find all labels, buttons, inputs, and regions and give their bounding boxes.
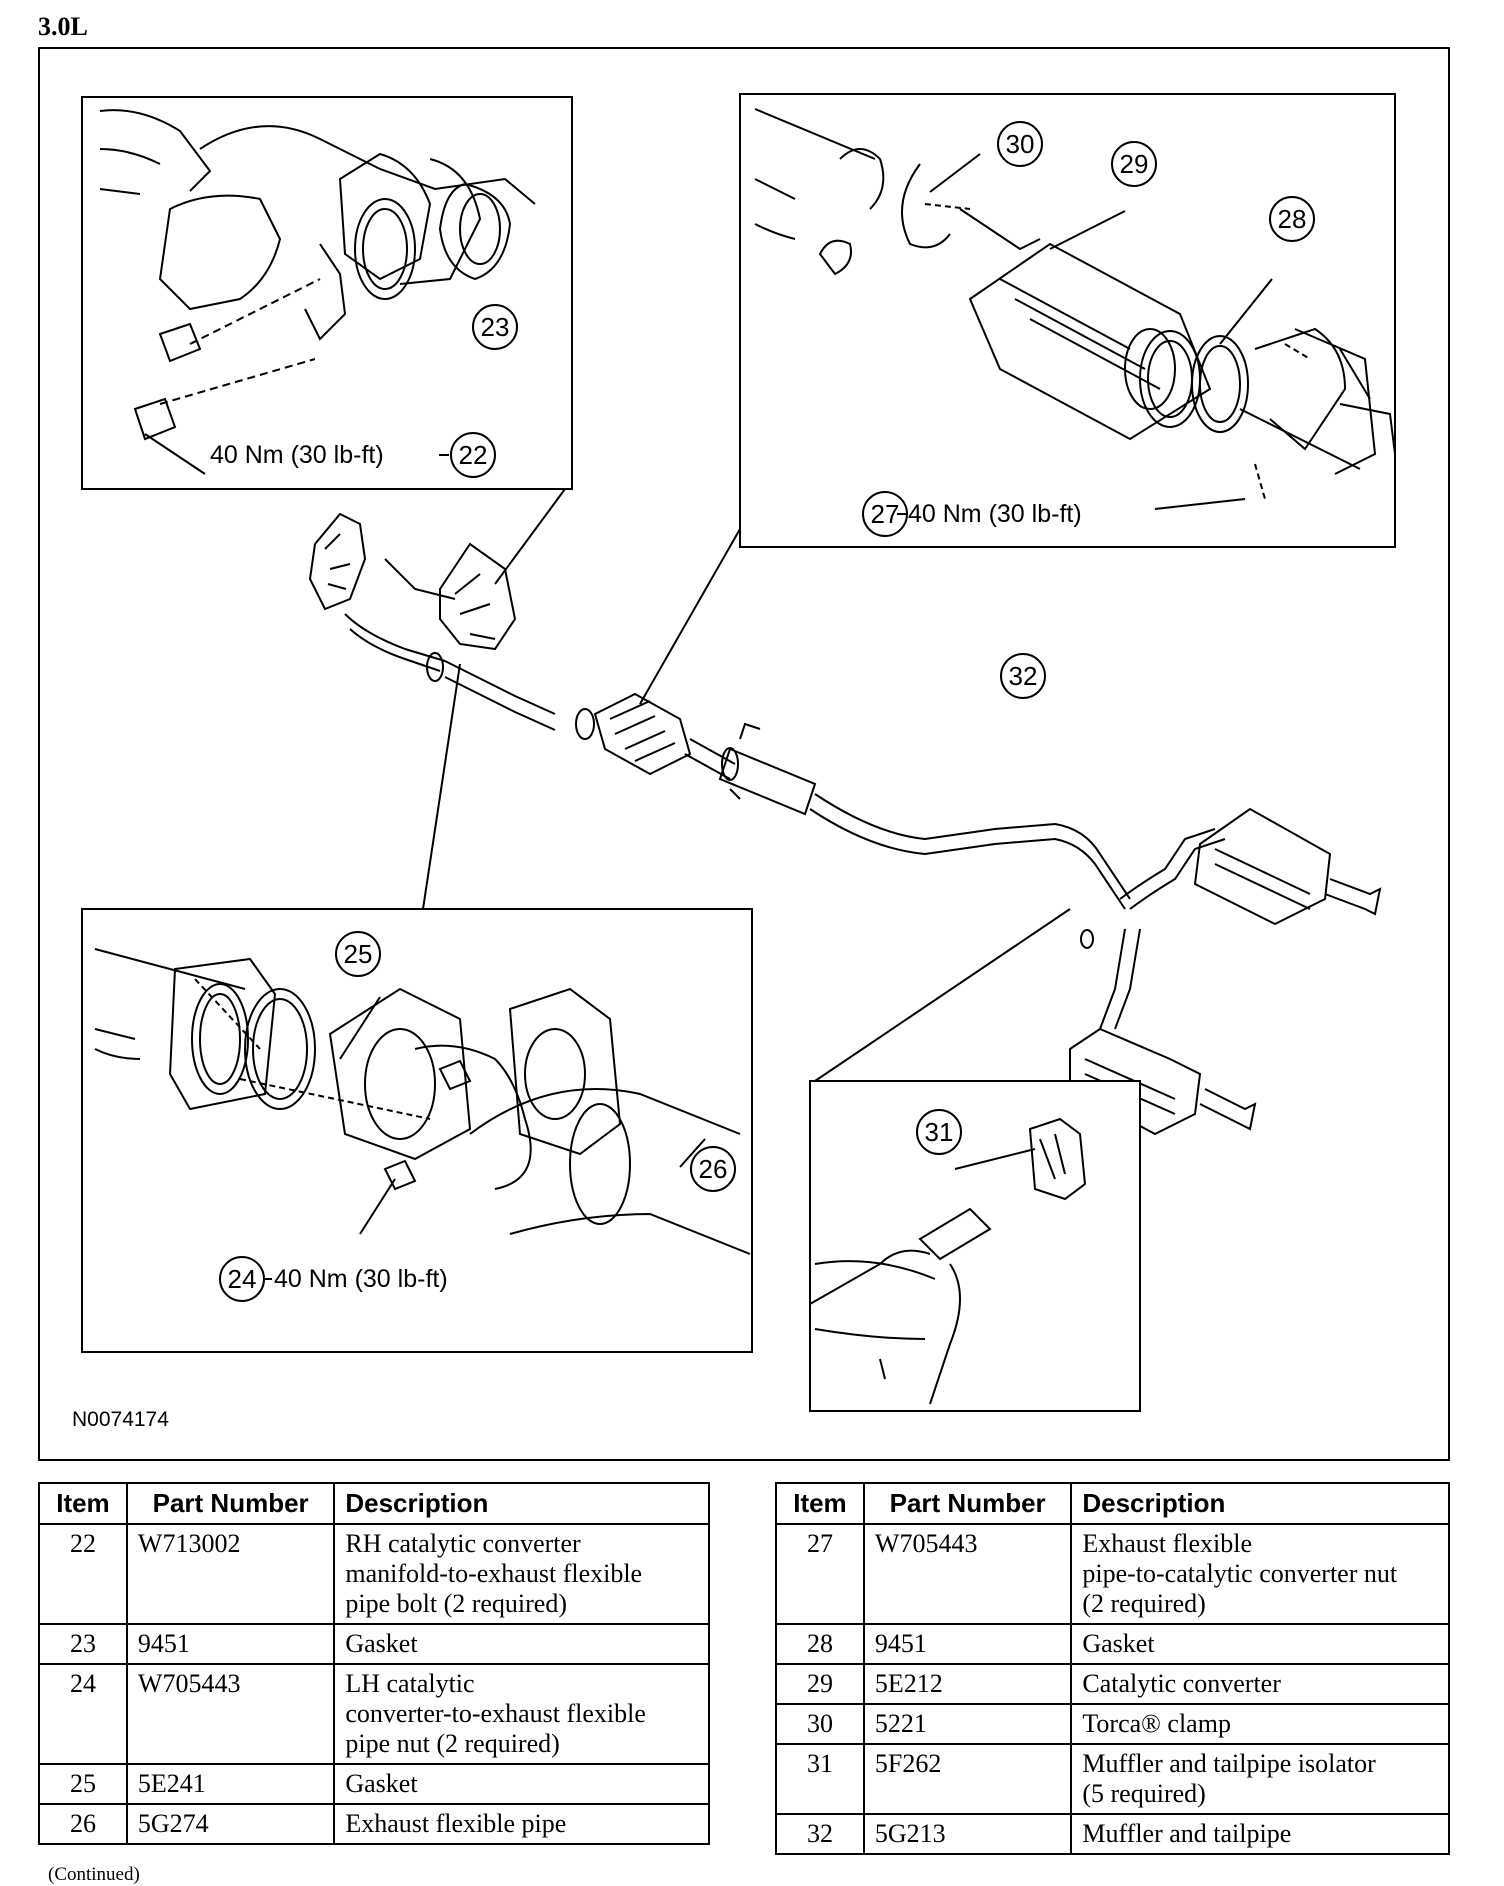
- part-number-cell: 5221: [862, 1703, 1073, 1745]
- item-cell: 31: [775, 1743, 865, 1815]
- torque-spec-22: 40 Nm (30 lb-ft): [210, 441, 384, 469]
- callout-23: 23: [481, 312, 510, 342]
- item-cell: 24: [38, 1663, 128, 1765]
- table-row: 25 5E241 Gasket: [38, 1763, 710, 1805]
- exhaust-system-illustration: 23 22 30 29 28 27 32 25 24 26 31 40 Nm (…: [81, 93, 1396, 1412]
- description-cell: Muffler and tailpipe isolator(5 required…: [1070, 1743, 1450, 1815]
- column-header-description: Description: [333, 1482, 710, 1525]
- torque-spec-27: 40 Nm (30 lb-ft): [908, 500, 1082, 528]
- table-row: 29 5E212 Catalytic converter: [775, 1663, 1450, 1705]
- description-cell: Exhaust flexible pipe: [333, 1803, 710, 1845]
- table-header-row: Item Part Number Description: [775, 1482, 1450, 1525]
- column-header-description: Description: [1070, 1482, 1450, 1525]
- callout-32: 32: [1009, 661, 1038, 691]
- continued-note: (Continued): [48, 1864, 140, 1885]
- item-cell: 28: [775, 1623, 865, 1665]
- part-number-cell: W713002: [125, 1523, 336, 1625]
- callout-30: 30: [1006, 129, 1035, 159]
- callout-27: 27: [871, 499, 900, 529]
- part-number-cell: 5E212: [862, 1663, 1073, 1705]
- engine-label: 3.0L: [38, 12, 88, 41]
- column-header-item: Item: [38, 1482, 128, 1525]
- inset-converter-drawing: [739, 93, 1396, 548]
- part-number-cell: 5G274: [125, 1803, 336, 1845]
- item-cell: 32: [775, 1813, 865, 1855]
- table-row: 26 5G274 Exhaust flexible pipe: [38, 1803, 710, 1845]
- table-header-row: Item Part Number Description: [38, 1482, 710, 1525]
- exhaust-diagram: 23 22 30 29 28 27 32 25 24 26 31 40 Nm (…: [38, 47, 1450, 1461]
- parts-table-left: Item Part Number Description 22 W713002 …: [38, 1482, 710, 1845]
- callout-28: 28: [1278, 204, 1307, 234]
- table-row: 23 9451 Gasket: [38, 1623, 710, 1665]
- leader-line-lower-left: [422, 663, 461, 910]
- table-row: 28 9451 Gasket: [775, 1623, 1450, 1665]
- torque-spec-24: 40 Nm (30 lb-ft): [274, 1265, 448, 1293]
- callout-26: 26: [699, 1154, 728, 1184]
- item-cell: 29: [775, 1663, 865, 1705]
- table-row: 31 5F262 Muffler and tailpipe isolator(5…: [775, 1743, 1450, 1815]
- parts-table-right: Item Part Number Description 27 W705443 …: [775, 1482, 1450, 1855]
- part-number-cell: W705443: [862, 1523, 1073, 1625]
- inset-rh-manifold-drawing: [81, 96, 573, 490]
- leader-line-top-left: [494, 488, 566, 585]
- inset-flexible-pipe-drawing: [81, 908, 753, 1353]
- item-cell: 26: [38, 1803, 128, 1845]
- item-cell: 23: [38, 1623, 128, 1665]
- leader-line-lower-right: [814, 908, 1071, 1082]
- leader-line-top-right: [639, 528, 741, 705]
- callout-29: 29: [1120, 149, 1149, 179]
- part-number-cell: 5E241: [125, 1763, 336, 1805]
- description-cell: Torca® clamp: [1070, 1703, 1450, 1745]
- table-row: 32 5G213 Muffler and tailpipe: [775, 1813, 1450, 1855]
- figure-id: N0074174: [72, 1408, 169, 1431]
- part-number-cell: 9451: [862, 1623, 1073, 1665]
- column-header-part-number: Part Number: [862, 1482, 1073, 1525]
- callout-22: 22: [459, 440, 488, 470]
- item-cell: 25: [38, 1763, 128, 1805]
- callout-31: 31: [925, 1117, 954, 1147]
- description-cell: Catalytic converter: [1070, 1663, 1450, 1705]
- column-header-part-number: Part Number: [125, 1482, 336, 1525]
- description-cell: Gasket: [333, 1763, 710, 1805]
- description-cell: Muffler and tailpipe: [1070, 1813, 1450, 1855]
- part-number-cell: W705443: [125, 1663, 336, 1765]
- item-cell: 27: [775, 1523, 865, 1625]
- part-number-cell: 9451: [125, 1623, 336, 1665]
- item-cell: 30: [775, 1703, 865, 1745]
- inset-isolator-drawing: [809, 1080, 1141, 1412]
- callout-24: 24: [228, 1264, 257, 1294]
- item-cell: 22: [38, 1523, 128, 1625]
- part-number-cell: 5G213: [862, 1813, 1073, 1855]
- callout-25: 25: [344, 939, 373, 969]
- description-cell: Gasket: [1070, 1623, 1450, 1665]
- description-cell: Gasket: [333, 1623, 710, 1665]
- column-header-item: Item: [775, 1482, 865, 1525]
- table-row: 30 5221 Torca® clamp: [775, 1703, 1450, 1745]
- part-number-cell: 5F262: [862, 1743, 1073, 1815]
